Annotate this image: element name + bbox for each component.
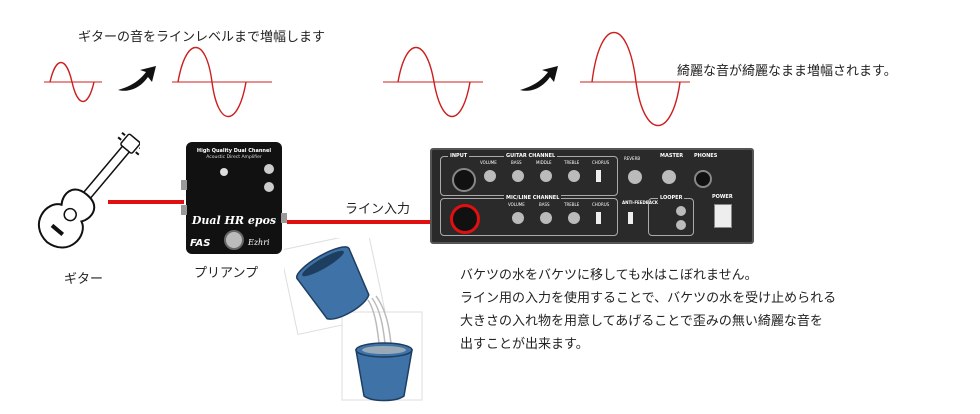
knob[interactable] <box>568 212 580 224</box>
knob-label: BASS <box>539 202 550 207</box>
knob[interactable] <box>512 212 524 224</box>
jack-left <box>181 180 187 190</box>
power-switch[interactable] <box>714 204 732 228</box>
chorus-switch[interactable] <box>596 170 601 182</box>
knob-label: TREBLE <box>564 160 580 165</box>
amp-label: REVERB <box>624 156 641 161</box>
input-jack[interactable] <box>452 168 476 192</box>
explanation: バケツの水をバケツに移しても水はこぼれません。 ライン用の入力を使用することで、… <box>460 264 836 356</box>
looper-button[interactable] <box>676 206 686 216</box>
knob[interactable] <box>220 168 228 176</box>
knob[interactable] <box>540 170 552 182</box>
knob-label: CHORUS <box>592 202 610 207</box>
jack-left <box>181 205 187 215</box>
jack-right <box>281 213 287 223</box>
pedal-line2: Acoustic Direct Amplifier <box>206 155 262 160</box>
pedal-line1: High Quality Dual Channel <box>196 148 272 154</box>
anti-feedback-switch[interactable] <box>628 212 633 224</box>
amp-label: GUITAR CHANNEL <box>504 153 558 159</box>
medium-wave-right <box>383 47 483 117</box>
explanation-line: ライン用の入力を使用することで、バケツの水を受け止められる <box>460 291 837 306</box>
chorus-switch[interactable] <box>596 212 601 224</box>
clean-note: 綺麗な音が綺麗なまま増幅されます。 <box>677 64 897 79</box>
footswitch[interactable] <box>224 230 244 250</box>
wave-diagram <box>44 32 690 126</box>
reverb-knob[interactable] <box>628 170 642 184</box>
amp-label: LOOPER <box>658 195 685 201</box>
line-in-label: ライン入力 <box>345 202 411 217</box>
amp-label: INPUT <box>448 153 470 159</box>
xlr-input-jack[interactable] <box>450 204 480 234</box>
explanation-line: 大きさの入れ物を用意してあげることで歪みの無い綺麗な音を <box>460 314 823 329</box>
looper-button[interactable] <box>676 220 686 230</box>
knob[interactable] <box>264 164 274 174</box>
knob[interactable] <box>264 182 274 192</box>
heading: ギターの音をラインレベルまで増幅します <box>78 30 326 45</box>
preamp-pedal: High Quality Dual Channel Acoustic Direc… <box>186 142 282 254</box>
preamp-label: プリアンプ <box>194 266 259 281</box>
guitar-label: ギター <box>64 272 104 287</box>
knob-label: MIDDLE <box>536 160 552 165</box>
knob[interactable] <box>568 170 580 182</box>
amp-label: ANTI-FEEDBACK <box>622 200 659 205</box>
phones-jack[interactable] <box>694 170 712 188</box>
bucket-icon <box>355 342 413 402</box>
arrow-icon <box>520 66 558 91</box>
cable-guitar-to-preamp <box>108 200 184 204</box>
arrow-icon <box>118 66 156 91</box>
amp-label: POWER <box>712 194 733 200</box>
pedal-model: Dual HR epos <box>191 214 277 227</box>
looper-box <box>648 198 694 236</box>
amp-label: MIC/LINE CHANNEL <box>504 195 562 201</box>
knob[interactable] <box>540 212 552 224</box>
small-wave-left <box>44 61 102 103</box>
bucket-illustration <box>284 238 423 402</box>
large-wave-right <box>580 32 690 126</box>
knob-label: BASS <box>511 160 522 165</box>
knob[interactable] <box>484 170 496 182</box>
explanation-line: 出すことが出来ます。 <box>460 337 589 352</box>
pedal-script: Ezhri <box>248 238 270 247</box>
pedal-brand: FAS <box>190 238 211 249</box>
knob-label: CHORUS <box>592 160 610 165</box>
bucket-icon <box>295 246 370 320</box>
amp-label: MASTER <box>660 153 684 159</box>
amp-label: PHONES <box>694 153 718 159</box>
large-wave-left <box>172 47 272 117</box>
knob-label: VOLUME <box>508 202 525 207</box>
knob[interactable] <box>512 170 524 182</box>
cable-preamp-to-amp <box>287 220 449 224</box>
knob-label: TREBLE <box>564 202 580 207</box>
knob-label: VOLUME <box>480 160 497 165</box>
amp-panel: INPUT GUITAR CHANNEL VOLUME BASS MIDDLE … <box>430 148 754 244</box>
guitar-icon <box>37 132 140 249</box>
explanation-line: バケツの水をバケツに移しても水はこぼれません。 <box>460 268 758 283</box>
master-knob[interactable] <box>662 170 676 184</box>
